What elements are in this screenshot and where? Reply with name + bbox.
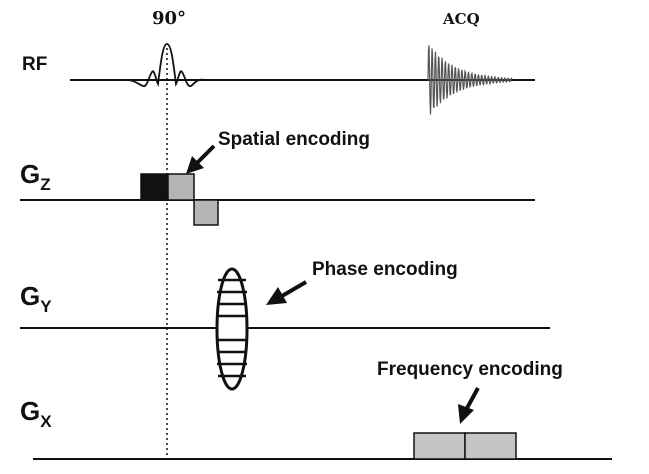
gx-label-main: G bbox=[20, 396, 40, 426]
frequency-arrow-head bbox=[458, 404, 474, 424]
gz-label-sub: Z bbox=[40, 175, 50, 194]
gx-label-sub: X bbox=[40, 412, 52, 431]
spatial-arrow-shaft bbox=[194, 144, 216, 166]
gx-readout-pulse-right bbox=[464, 432, 517, 460]
acq-signal bbox=[427, 45, 513, 115]
spatial-encoding-label: Spatial encoding bbox=[218, 129, 370, 150]
phase-encoding-label: Phase encoding bbox=[312, 259, 458, 280]
gz-negative-lobe bbox=[193, 199, 219, 226]
gx-label: GX bbox=[20, 396, 52, 431]
phase-arrow-shaft bbox=[280, 280, 308, 298]
flip-angle-label: 90° bbox=[152, 8, 186, 29]
rf-label: RF bbox=[22, 54, 47, 75]
gy-label: GY bbox=[20, 281, 52, 316]
frequency-arrow-shaft bbox=[464, 387, 480, 411]
gz-slice-select-pulse bbox=[140, 173, 169, 201]
acq-label: ACQ bbox=[442, 10, 480, 28]
gz-label-main: G bbox=[20, 159, 40, 189]
gz-rephase-pulse bbox=[167, 173, 195, 201]
rf-sinc-pulse bbox=[127, 43, 206, 88]
phase-arrow-head bbox=[266, 287, 287, 305]
frequency-encoding-label: Frequency encoding bbox=[377, 359, 563, 380]
phase-encoding-table bbox=[215, 267, 249, 391]
gz-label: GZ bbox=[20, 159, 51, 194]
gy-label-sub: Y bbox=[40, 297, 52, 316]
spatial-arrow-head bbox=[186, 156, 204, 174]
gy-label-main: G bbox=[20, 281, 40, 311]
gx-readout-pulse-left bbox=[413, 432, 466, 460]
